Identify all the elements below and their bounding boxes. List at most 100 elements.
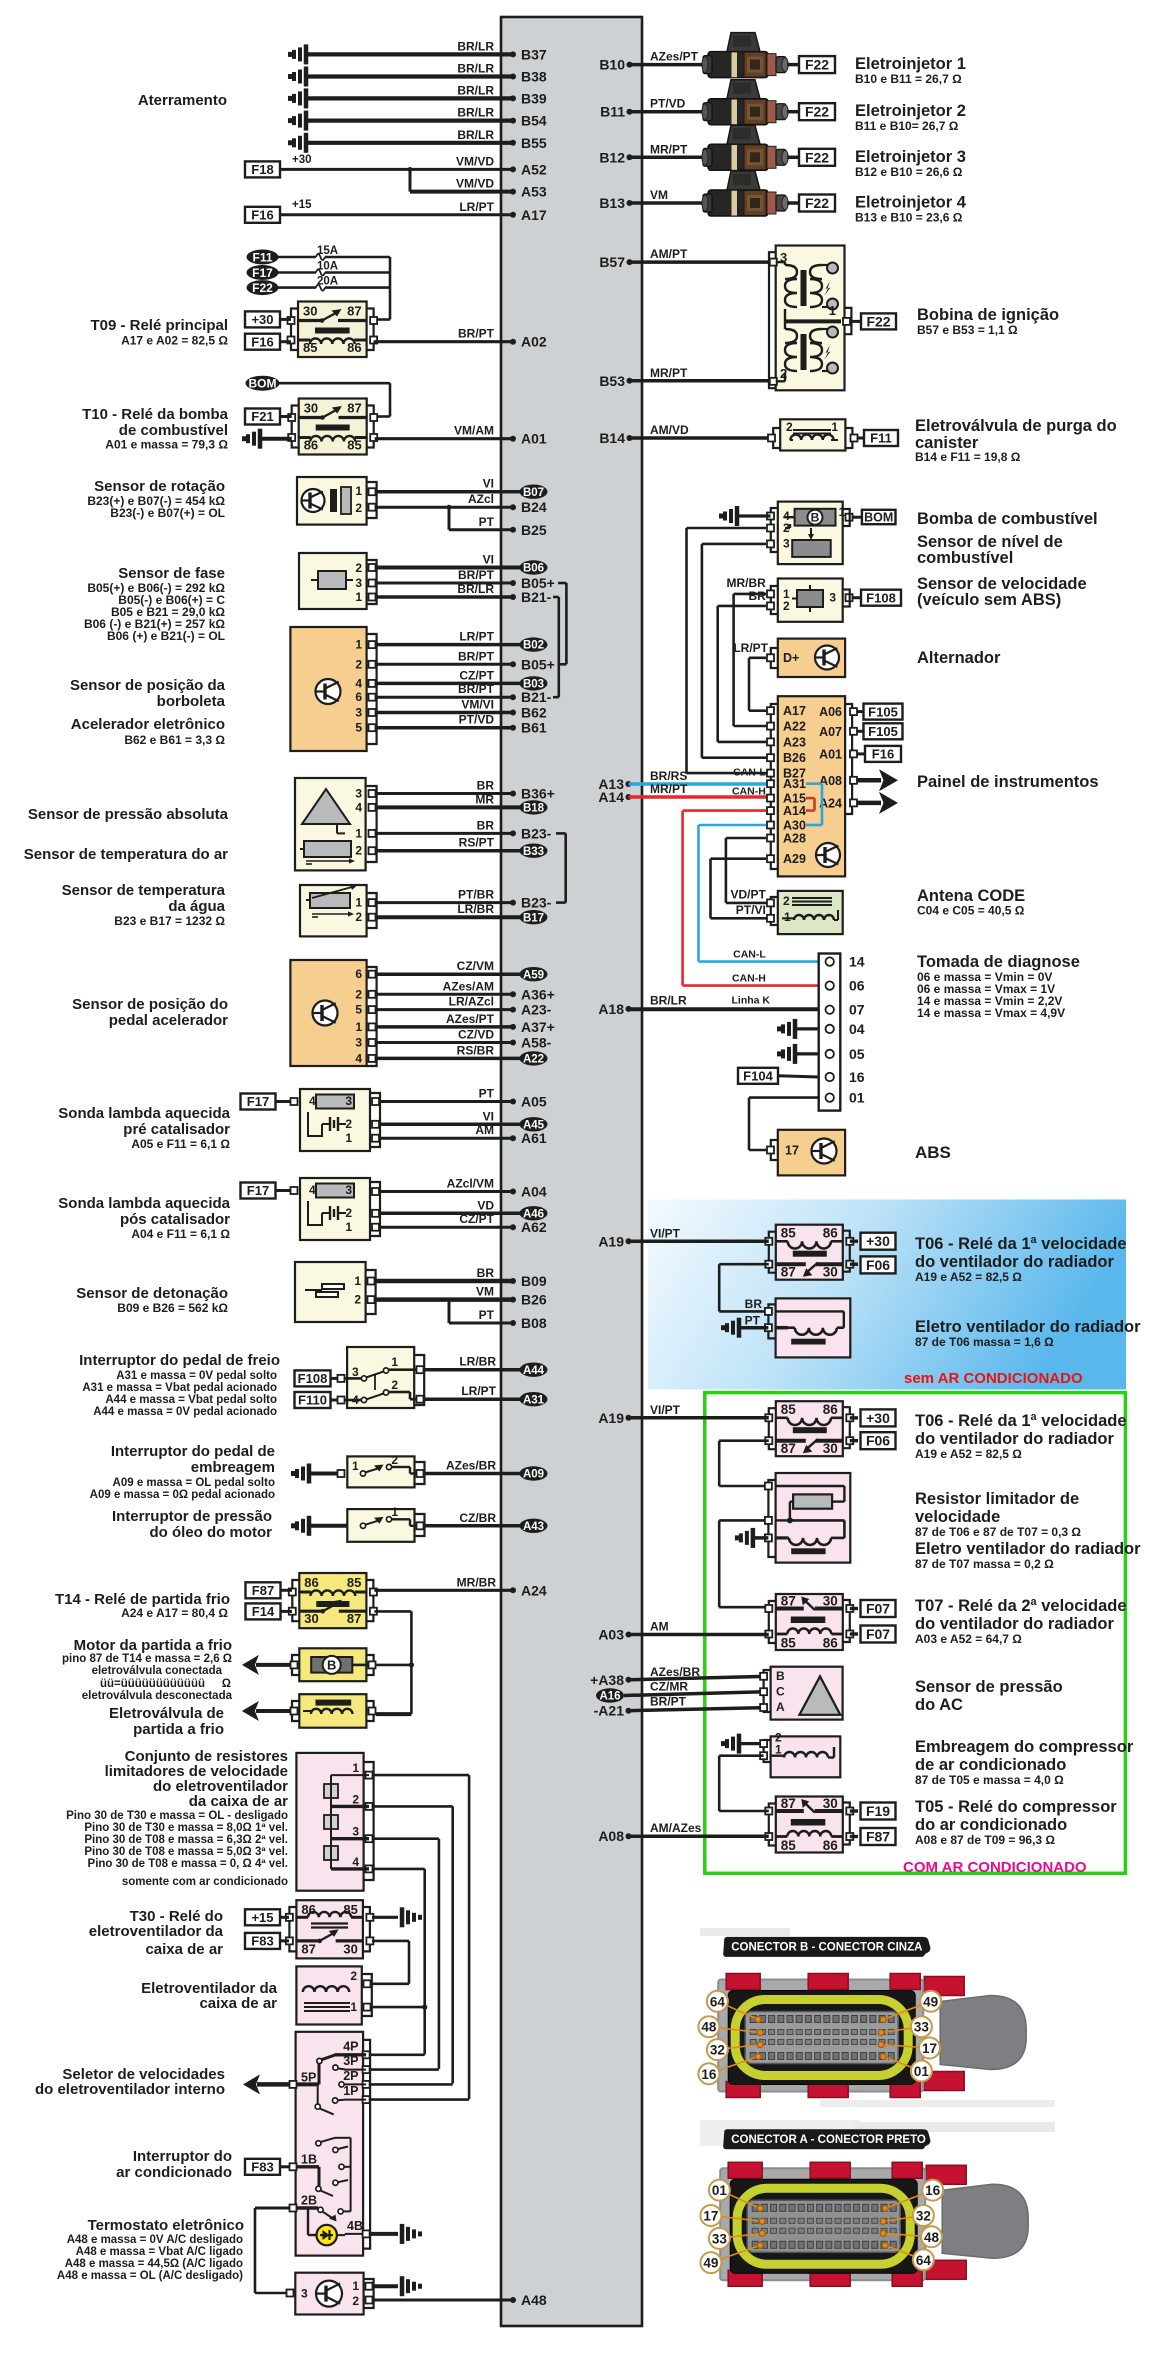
svg-text:F16: F16	[872, 747, 894, 762]
svg-text:Bomba de combustível: Bomba de combustível	[917, 510, 1098, 528]
svg-text:2: 2	[783, 894, 790, 908]
svg-text:A31: A31	[783, 777, 806, 791]
svg-text:Sensor de posição da: Sensor de posição da	[70, 677, 226, 694]
svg-text:T10 - Relé da bomba: T10 - Relé da bomba	[82, 406, 229, 423]
svg-text:A: A	[776, 1700, 785, 1714]
svg-text:ar condicionado: ar condicionado	[116, 2164, 232, 2181]
svg-text:Pino 30 de T30 e massa = 8,0Ω: Pino 30 de T30 e massa = 8,0Ω 1ª vel.	[84, 1822, 288, 1834]
svg-text:Bobina de ignição: Bobina de ignição	[917, 306, 1059, 324]
svg-text:B: B	[327, 1658, 336, 1673]
svg-text:A05: A05	[521, 1094, 547, 1110]
svg-text:B18: B18	[523, 803, 545, 815]
svg-text:A36+: A36+	[521, 986, 555, 1002]
svg-text:C: C	[776, 1685, 785, 1699]
svg-text:B38: B38	[521, 69, 547, 85]
svg-text:F108: F108	[298, 1371, 328, 1386]
svg-text:AZes/PT: AZes/PT	[650, 50, 699, 64]
svg-text:do ventilador do radiador: do ventilador do radiador	[915, 1253, 1115, 1271]
svg-text:MR/PT: MR/PT	[650, 782, 688, 796]
svg-text:A02: A02	[521, 334, 547, 350]
svg-text:Sensor de temperatura: Sensor de temperatura	[62, 882, 226, 899]
svg-text:F22: F22	[252, 281, 273, 295]
svg-text:A19 e A52 = 82,5 Ω: A19 e A52 = 82,5 Ω	[915, 1270, 1022, 1284]
svg-text:01: 01	[712, 2183, 728, 2198]
svg-text:87: 87	[781, 1594, 796, 1609]
svg-text:A46: A46	[523, 1208, 544, 1220]
svg-text:CZ/PT: CZ/PT	[459, 1212, 494, 1226]
svg-text:da caixa de ar: da caixa de ar	[189, 1793, 288, 1810]
svg-text:B05(-) e B06(+) = C: B05(-) e B06(+) = C	[118, 593, 225, 607]
svg-text:A15: A15	[783, 792, 806, 806]
svg-text:F104: F104	[743, 1068, 773, 1083]
svg-text:B05 e B21 = 29,0 kΩ: B05 e B21 = 29,0 kΩ	[111, 605, 225, 619]
svg-text:30: 30	[823, 1594, 838, 1609]
svg-text:A19: A19	[598, 1233, 624, 1249]
svg-text:A31 e massa = 0V pedal solto: A31 e massa = 0V pedal solto	[116, 1370, 277, 1382]
svg-text:85: 85	[347, 1575, 361, 1590]
svg-text:Sensor de fase: Sensor de fase	[118, 565, 225, 582]
svg-text:86: 86	[347, 340, 361, 355]
svg-text:07: 07	[849, 1002, 865, 1018]
svg-text:3: 3	[301, 2287, 308, 2301]
svg-text:CZ/BR: CZ/BR	[459, 1511, 496, 1525]
svg-text:B08: B08	[521, 1315, 547, 1331]
svg-text:A14: A14	[783, 804, 806, 818]
svg-text:B26: B26	[521, 1292, 547, 1308]
svg-text:D+: D+	[783, 651, 799, 665]
svg-text:Alternador: Alternador	[917, 649, 1001, 667]
svg-text:B33: B33	[523, 846, 544, 858]
svg-text:2: 2	[783, 599, 790, 613]
svg-text:F105: F105	[868, 724, 898, 739]
svg-text:F17: F17	[247, 1183, 269, 1198]
svg-text:87 de T05 e massa = 4,0 Ω: 87 de T05 e massa = 4,0 Ω	[915, 1773, 1064, 1787]
svg-text:3: 3	[352, 1825, 359, 1839]
svg-text:C04 e C05 = 40,5 Ω: C04 e C05 = 40,5 Ω	[917, 904, 1025, 918]
svg-text:da água: da água	[168, 898, 225, 915]
svg-text:CONECTOR B - CONECTOR CINZA: CONECTOR B - CONECTOR CINZA	[731, 1941, 922, 1953]
svg-text:A28: A28	[783, 832, 806, 846]
svg-text:F22: F22	[805, 149, 829, 165]
svg-text:caixa de ar: caixa de ar	[145, 1941, 223, 1958]
svg-text:Pino 30 de T08 e massa = 0, Ω: Pino 30 de T08 e massa = 0, Ω 4ª vel.	[88, 1858, 288, 1870]
svg-text:T06 - Relé da 1ª velocidade: T06 - Relé da 1ª velocidade	[915, 1235, 1127, 1253]
svg-text:1B: 1B	[301, 2153, 317, 2167]
svg-text:1: 1	[784, 910, 791, 924]
svg-text:1: 1	[355, 826, 362, 840]
svg-text:B14 e F11 = 19,8 Ω: B14 e F11 = 19,8 Ω	[915, 450, 1021, 464]
svg-text:B37: B37	[521, 46, 547, 62]
svg-text:B10 e B11 = 26,7 Ω: B10 e B11 = 26,7 Ω	[855, 72, 962, 86]
svg-text:87 de T06 massa = 1,6 Ω: 87 de T06 massa = 1,6 Ω	[915, 1335, 1054, 1349]
svg-text:3: 3	[352, 1365, 359, 1379]
svg-text:RS/BR: RS/BR	[457, 1043, 495, 1057]
svg-text:B10: B10	[599, 57, 625, 73]
svg-text:B06 (-) e B21(+) = 257 kΩ: B06 (-) e B21(+) = 257 kΩ	[84, 617, 225, 631]
svg-text:MR/BR: MR/BR	[457, 1575, 497, 1589]
svg-text:AZes/AM: AZes/AM	[443, 979, 494, 993]
svg-text:Eletroválvula de purga do: Eletroválvula de purga do	[915, 417, 1117, 435]
svg-text:3: 3	[780, 250, 787, 265]
svg-text:eletroválvula desconectada: eletroválvula desconectada	[82, 1690, 233, 1702]
svg-text:B23 e B17 = 1232 Ω: B23 e B17 = 1232 Ω	[114, 914, 225, 928]
svg-text:A01: A01	[819, 747, 842, 761]
svg-text:A23-: A23-	[521, 1002, 552, 1018]
svg-text:A19: A19	[598, 1410, 624, 1426]
svg-text:B11: B11	[600, 104, 625, 120]
svg-text:10A: 10A	[317, 261, 338, 273]
svg-text:B: B	[811, 511, 820, 525]
svg-text:F11: F11	[252, 250, 272, 264]
svg-text:A24 e A17 = 80,4 Ω: A24 e A17 = 80,4 Ω	[121, 1606, 228, 1620]
svg-text:AM/VD: AM/VD	[650, 423, 689, 437]
svg-text:BOM: BOM	[249, 377, 277, 391]
svg-text:4: 4	[355, 676, 362, 690]
svg-text:B26: B26	[783, 751, 806, 765]
svg-text:Antena CODE: Antena CODE	[917, 887, 1025, 905]
svg-text:1: 1	[354, 1274, 361, 1288]
svg-text:B13 e B10 = 23,6 Ω: B13 e B10 = 23,6 Ω	[855, 211, 963, 225]
svg-text:87: 87	[781, 1265, 796, 1280]
svg-text:A62: A62	[521, 1219, 547, 1235]
svg-text:BOM: BOM	[864, 510, 893, 524]
svg-text:16: 16	[701, 2067, 717, 2082]
svg-text:AM: AM	[650, 1620, 669, 1634]
svg-text:3: 3	[355, 1036, 362, 1050]
svg-text:VI/PT: VI/PT	[650, 1403, 681, 1417]
